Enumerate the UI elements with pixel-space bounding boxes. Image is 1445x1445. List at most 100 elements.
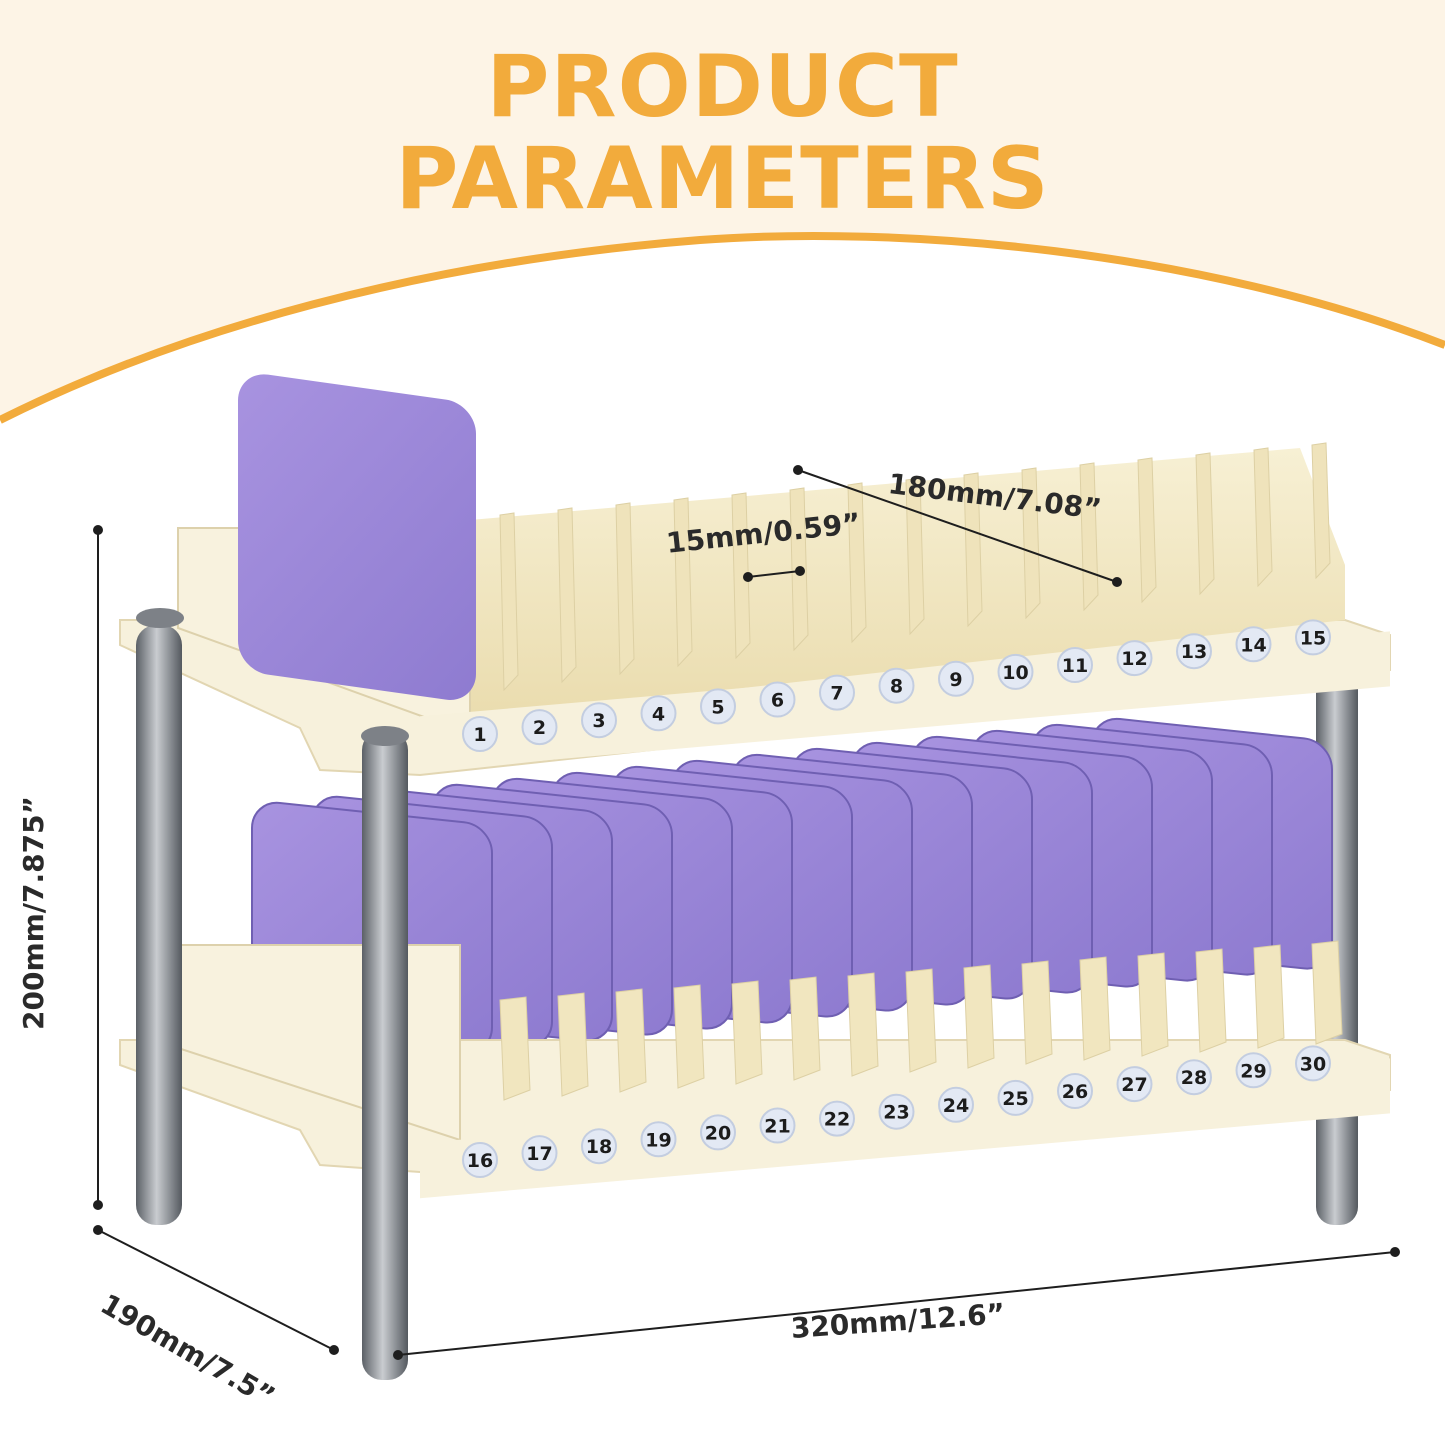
slot-badge	[938, 1086, 974, 1123]
slot-number: 30	[1300, 1053, 1326, 1075]
bottom-divider	[557, 992, 589, 1097]
pole-front-middle	[362, 730, 408, 1380]
slot-number: 1	[473, 724, 486, 746]
top-divider	[847, 482, 867, 644]
slot-number: 12	[1121, 648, 1147, 670]
slot-number: 7	[830, 683, 843, 705]
dimension-height: 200mm/7.875”	[17, 796, 50, 1030]
bottom-divider	[905, 968, 937, 1073]
bottom-divider	[1021, 960, 1053, 1065]
bottom-divider	[1311, 940, 1343, 1045]
slot-number: 14	[1240, 634, 1266, 656]
slot-number: 18	[586, 1136, 612, 1158]
slot-badge	[700, 1114, 736, 1151]
slot-badge	[759, 681, 796, 718]
top-divider	[1137, 457, 1157, 604]
slot-badge	[581, 1128, 617, 1165]
top-divider	[1253, 447, 1273, 588]
top-divider	[731, 492, 751, 660]
slot-badge	[878, 667, 915, 704]
slot-badge	[1176, 633, 1212, 670]
slot-number: 22	[824, 1109, 850, 1131]
slot-number: 16	[467, 1150, 493, 1172]
bottom-divider	[1195, 948, 1227, 1053]
bottom-shelf-phones	[251, 717, 1333, 1054]
slot-badge	[640, 1121, 677, 1158]
slot-badge	[819, 1100, 855, 1137]
slot-badge	[997, 653, 1034, 690]
bottom-divider	[1253, 944, 1285, 1049]
bottom-divider	[963, 964, 995, 1069]
slot-number: 9	[949, 669, 962, 691]
slot-badge	[1057, 1073, 1093, 1109]
slot-number: 19	[645, 1129, 671, 1151]
pole-front-left-upper	[136, 625, 182, 1225]
pole-cap-middle	[361, 726, 409, 746]
top-divider	[673, 497, 693, 668]
slot-badge	[521, 709, 558, 746]
top-divider	[499, 512, 519, 692]
bottom-shelf-dividers	[499, 940, 1343, 1101]
slot-number: 3	[592, 710, 605, 732]
bottom-divider	[673, 984, 705, 1089]
top-divider	[1021, 467, 1041, 620]
top-divider	[1195, 452, 1215, 596]
bottom-divider	[789, 976, 821, 1081]
slot-number: 20	[705, 1122, 731, 1144]
top-divider	[615, 502, 635, 676]
slot-badge	[462, 1142, 498, 1178]
slot-number: 10	[1002, 662, 1028, 684]
dimension-lines	[93, 465, 1400, 1360]
bottom-divider	[847, 972, 879, 1077]
slot-badge	[1295, 1045, 1331, 1082]
slot-number: 6	[771, 690, 784, 712]
slot-number: 23	[883, 1102, 909, 1124]
phone-top-1	[238, 374, 476, 700]
slot-number: 4	[652, 703, 665, 725]
pole-cap-left	[136, 608, 184, 628]
slot-number: 11	[1062, 655, 1088, 677]
slot-badge	[759, 1107, 796, 1144]
slot-badge	[1116, 1066, 1153, 1103]
slot-number: 8	[890, 676, 903, 698]
slot-badge	[462, 716, 498, 752]
slot-badge	[700, 688, 736, 725]
slot-badge	[581, 702, 617, 739]
slot-badge	[819, 674, 855, 711]
slot-number: 15	[1300, 627, 1326, 649]
title-line-2: PARAMETERS	[395, 129, 1050, 229]
slot-badge	[1295, 619, 1331, 656]
slot-number: 24	[943, 1095, 969, 1117]
title-line-1: PRODUCT	[486, 37, 959, 137]
bottom-divider	[615, 988, 647, 1093]
top-divider	[963, 472, 983, 628]
slot-badge	[1116, 640, 1153, 677]
bottom-divider	[499, 996, 531, 1101]
slot-number: 28	[1181, 1067, 1207, 1089]
slot-badge	[1235, 1052, 1272, 1089]
top-divider	[1311, 442, 1331, 580]
slot-badge	[1235, 626, 1272, 663]
slot-badge	[938, 660, 974, 697]
bottom-divider	[1137, 952, 1169, 1057]
slot-number: 27	[1121, 1074, 1147, 1096]
slot-number: 2	[533, 717, 546, 739]
slot-badge	[1057, 647, 1093, 683]
slot-badge	[997, 1079, 1034, 1116]
bottom-divider	[1079, 956, 1111, 1061]
top-divider	[905, 477, 925, 636]
slot-number: 13	[1181, 641, 1207, 663]
slot-number: 25	[1002, 1088, 1028, 1110]
slot-number: 29	[1240, 1060, 1266, 1082]
top-shelf-dividers	[499, 442, 1331, 692]
slot-number: 5	[711, 696, 724, 718]
slot-badge	[1176, 1059, 1212, 1096]
slot-number: 21	[764, 1116, 790, 1138]
slot-badge	[878, 1093, 915, 1130]
top-divider	[557, 507, 577, 684]
